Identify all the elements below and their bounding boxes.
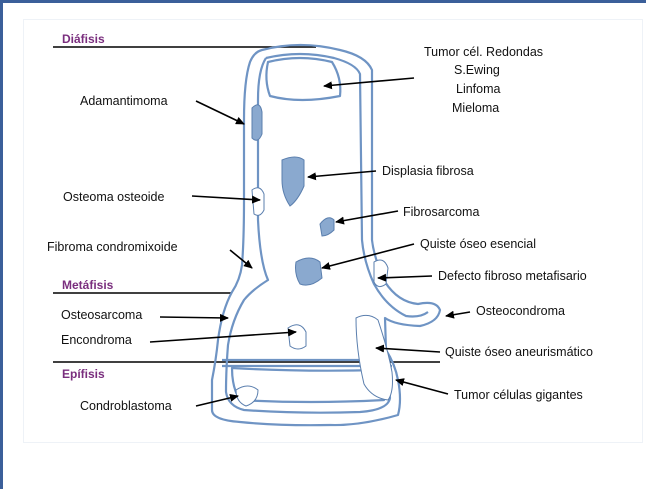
simple-bone-cyst-lesion bbox=[296, 258, 323, 285]
label-myeloma: Mieloma bbox=[452, 101, 499, 115]
arrow-adamantinoma bbox=[196, 101, 244, 124]
chondroblastoma-lesion bbox=[236, 386, 258, 406]
label-fibrous-dysplasia: Displasia fibrosa bbox=[382, 164, 474, 178]
fibrosarcoma-lesion bbox=[320, 218, 334, 236]
label-giant-cell-tumor: Tumor células gigantes bbox=[454, 388, 583, 402]
zone-label-metaphysis: Metáfisis bbox=[62, 278, 114, 292]
arrow-giant-cell-tumor bbox=[396, 380, 448, 394]
arrow-fibrosarcoma bbox=[336, 211, 398, 222]
arrow-fibrous-dysplasia bbox=[308, 171, 376, 177]
label-osteoid-osteoma: Osteoma osteoide bbox=[63, 190, 164, 204]
diaphysis-cap bbox=[266, 58, 340, 100]
label-fibrosarcoma: Fibrosarcoma bbox=[403, 205, 479, 219]
label-chondroblastoma: Condroblastoma bbox=[80, 399, 172, 413]
osteoid-osteoma-lesion bbox=[252, 188, 264, 216]
label-chondromyxoid-fibroma: Fibroma condromixoide bbox=[47, 240, 178, 254]
label-enchondroma: Encondroma bbox=[61, 333, 132, 347]
label-aneurysmal-bone-cyst: Quiste óseo aneurismático bbox=[445, 345, 593, 359]
label-lymphoma: Linfoma bbox=[456, 82, 501, 96]
aneurysmal-bone-cyst-lesion bbox=[356, 315, 393, 400]
enchondroma-lesion bbox=[288, 325, 306, 349]
label-ewing: S.Ewing bbox=[454, 63, 500, 77]
arrow-enchondroma bbox=[150, 332, 296, 342]
zone-label-epiphysis: Epífisis bbox=[62, 367, 105, 381]
label-adamantinoma: Adamantimoma bbox=[80, 94, 168, 108]
label-simple-bone-cyst: Quiste óseo esencial bbox=[420, 237, 536, 251]
adamantinoma-lesion bbox=[252, 105, 262, 140]
label-osteosarcoma: Osteosarcoma bbox=[61, 308, 142, 322]
arrow-round-cell-tumors bbox=[324, 78, 414, 86]
zone-label-diaphysis: Diáfisis bbox=[62, 32, 105, 46]
label-tumor-round-cells: Tumor cél. Redondas bbox=[424, 45, 543, 59]
arrow-osteosarcoma bbox=[160, 317, 228, 318]
label-osteochondroma: Osteocondroma bbox=[476, 304, 565, 318]
arrow-osteochondroma bbox=[446, 312, 470, 316]
arrow-osteoid-osteoma bbox=[192, 196, 260, 200]
chondromyxoid-fibroma-lesion bbox=[374, 260, 388, 287]
fibrous-dysplasia-lesion bbox=[282, 157, 304, 206]
label-nonossifying-fibroma: Defecto fibroso metafisario bbox=[438, 269, 587, 283]
arrow-simple-bone-cyst bbox=[322, 244, 414, 268]
